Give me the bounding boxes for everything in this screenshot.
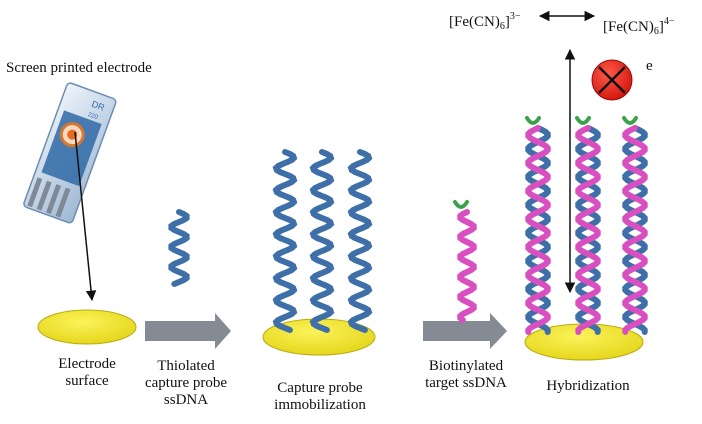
biotin-tag [525, 116, 541, 125]
electrode-disc-1 [37, 309, 137, 345]
process-arrow-1 [145, 313, 231, 349]
redox-left-sub: 6 [499, 21, 505, 32]
redox-right-close: ] [658, 19, 664, 35]
redox-right-charge: 4− [663, 16, 675, 27]
label-line: Capture probe [277, 380, 363, 396]
screen-printed-electrode: DR 220 [23, 82, 117, 224]
hybrid-probe-strand [622, 125, 648, 335]
pointer-arrow [74, 131, 97, 302]
label-line: Electrode [58, 356, 116, 372]
label-hybridization: Hybridization [546, 378, 630, 394]
label-electrode-surface: Electrode surface [44, 356, 130, 390]
biotin-tag [622, 116, 638, 125]
hybrid-target-strand [575, 125, 601, 335]
redox-right-sub: 6 [653, 26, 659, 37]
hybrid-target-strand [622, 125, 648, 335]
label-electron: e [646, 58, 653, 74]
label-line: immobilization [274, 397, 366, 413]
blocked-transfer-icon [591, 59, 633, 101]
dna-strands [168, 116, 648, 335]
redox-left-charge: 3− [509, 11, 521, 22]
chip-text-top: DR [90, 99, 106, 113]
label-capture-probe-immobilization: Capture probe immobilization [266, 380, 374, 414]
label-line: capture probe [144, 375, 228, 391]
biotin-tag [453, 200, 469, 209]
hybrid-target-strand [525, 125, 551, 335]
immobilized-probe-strand [309, 149, 335, 333]
label-line: Biotinylated [428, 358, 504, 374]
label-screen-printed-electrode: Screen printed electrode [6, 60, 152, 76]
redox-species-ferrocyanide: [Fe(CN)6]4− [603, 13, 674, 40]
label-line: target ssDNA [425, 375, 507, 391]
capture-probe-strand [168, 209, 190, 287]
label-thiolated-probe: Thiolated capture probe ssDNA [132, 358, 240, 409]
redox-right-base: [Fe(CN) [603, 19, 654, 35]
label-line: Thiolated [157, 358, 215, 374]
hybrid-probe-strand [525, 125, 551, 335]
label-line: ssDNA [163, 392, 209, 408]
process-arrow-2 [423, 313, 507, 349]
redox-left-close: ] [504, 14, 510, 30]
hybrid-probe-strand [575, 125, 601, 335]
target-strand [457, 209, 477, 323]
label-line: surface [65, 373, 109, 389]
redox-species-ferricyanide: [Fe(CN)6]3− [449, 8, 520, 35]
biotin-tag [575, 116, 591, 125]
label-biotinylated-target: Biotinylated target ssDNA [412, 358, 520, 392]
redox-left-base: [Fe(CN) [449, 14, 500, 30]
immobilized-probe-strand [347, 149, 373, 333]
chip-text-bottom: 220 [87, 112, 99, 121]
immobilized-probe-strand [272, 149, 298, 333]
